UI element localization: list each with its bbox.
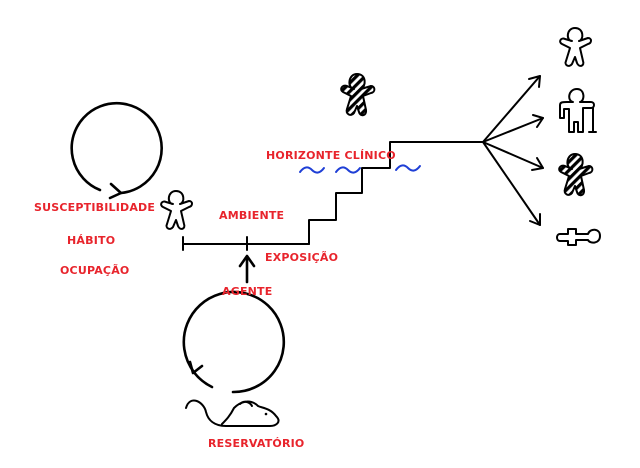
agent-label: AGENTE — [222, 285, 273, 298]
exposure-line — [182, 236, 310, 251]
reservoir-label: RESERVATÓRIO — [208, 437, 305, 450]
habit-label: HÁBITO — [67, 234, 116, 247]
occupation-label: OCUPAÇÃO — [60, 264, 130, 277]
disease-progression-staircase — [308, 141, 484, 245]
outcome-recovered-person-icon — [559, 27, 592, 67]
outcome-chronic-person-icon — [558, 153, 594, 197]
exposure-label: EXPOSIÇÃO — [265, 251, 339, 264]
outcome-sequel-person-icon — [559, 88, 597, 133]
clinical-case-person-icon — [340, 73, 376, 117]
reservoir-cycle-arrow — [182, 290, 286, 394]
rat-icon — [185, 399, 280, 427]
outcome-death-person-icon — [556, 228, 601, 246]
host-cycle-arrow — [70, 101, 163, 200]
outcome-arrows — [482, 75, 544, 226]
susceptibility-label: SUSCEPTIBILIDADE — [34, 201, 156, 214]
host-person-icon — [160, 190, 193, 230]
environment-label: AMBIENTE — [219, 209, 285, 222]
agent-arrow — [238, 254, 256, 284]
clinical-horizon-waves — [299, 164, 421, 174]
clinical-horizon-label: HORIZONTE CLÍNICO — [266, 149, 396, 162]
